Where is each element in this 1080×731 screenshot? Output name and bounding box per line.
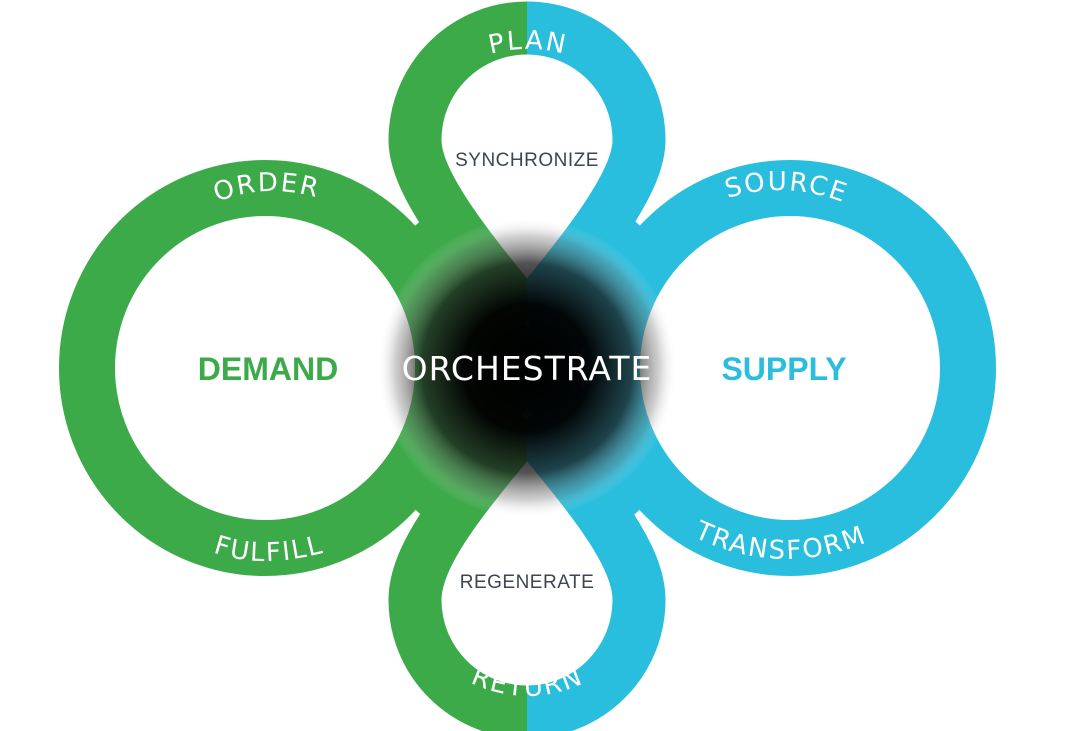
orchestrate-hub: [377, 218, 677, 518]
supply-label: SUPPLY: [721, 351, 846, 387]
synchronize-label: SYNCHRONIZE: [455, 150, 599, 171]
plan-petal-right: [527, 1, 666, 338]
regenerate-label: REGENERATE: [460, 572, 595, 593]
return-petal-right: [527, 402, 666, 731]
plan-petal: [388, 1, 527, 338]
demand-label: DEMAND: [198, 351, 338, 387]
plan-label: PLAN: [486, 26, 570, 61]
return-petal: [388, 402, 527, 731]
orchestrate-label: ORCHESTRATE: [402, 349, 653, 388]
